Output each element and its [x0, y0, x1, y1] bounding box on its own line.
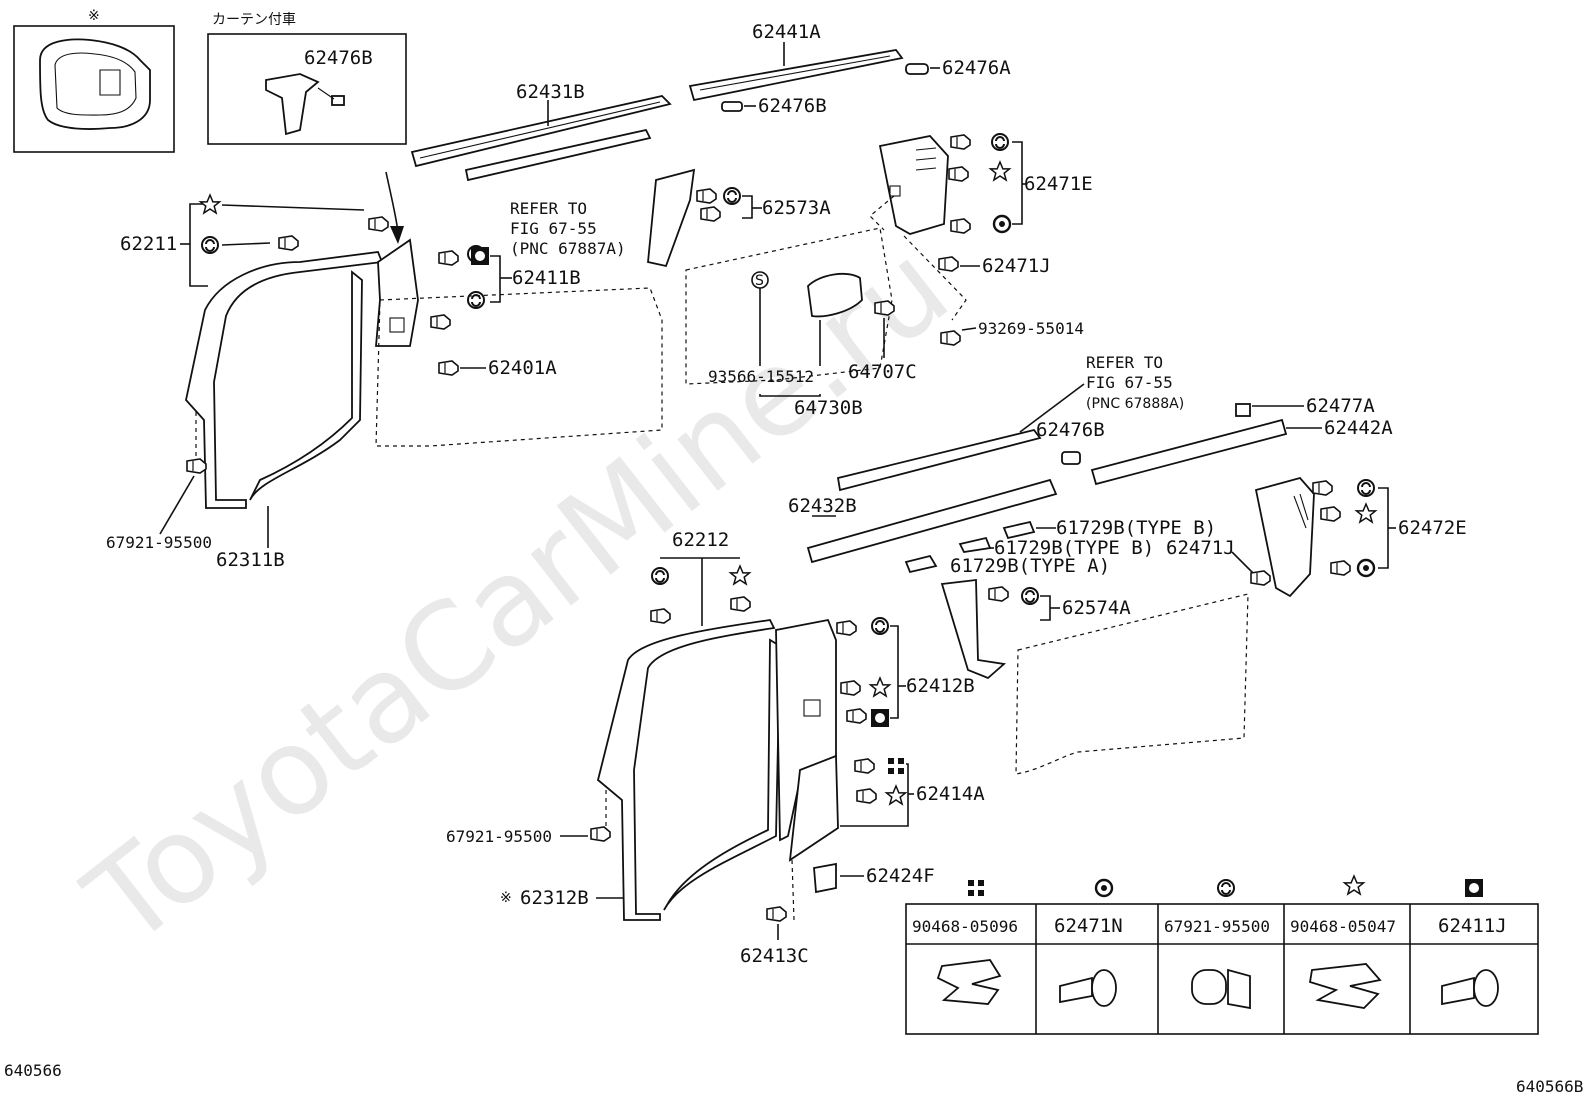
roof-rail-62441A: 62441A 62476A 62476B	[688, 21, 1011, 117]
label-62476B-mid: 62476B	[1036, 419, 1105, 441]
label-62432B: 62432B	[788, 495, 857, 517]
figure-code-right: 640566B	[1516, 1077, 1583, 1096]
label-67921-top: 67921-95500	[106, 533, 212, 552]
label-93566: 93566-15512	[708, 367, 814, 386]
callout-62211: 62211	[120, 194, 389, 287]
label-62414A: 62414A	[916, 783, 985, 805]
refer-mid-line2: FIG 67-55	[1086, 373, 1173, 392]
refer-mid-line3: (PNC 67888A)	[1086, 396, 1184, 412]
label-61729B-1: 61729B(TYPE B)	[1056, 517, 1216, 539]
label-64730B: 64730B	[794, 397, 863, 419]
label-62476B-top: 62476B	[758, 95, 827, 117]
refer-top-line1: REFER TO	[510, 199, 587, 218]
label-62311B: 62311B	[216, 549, 285, 571]
front-pillar-62311B	[185, 238, 419, 509]
label-62471E: 62471E	[1024, 173, 1093, 195]
legend-part-2: 62471N	[1054, 915, 1123, 937]
legend-part-3: 67921-95500	[1164, 917, 1270, 936]
refer-top-line2: FIG 67-55	[510, 219, 597, 238]
refer-top-line3: (PNC 67887A)	[510, 239, 626, 258]
label-62312B: 62312B	[520, 887, 589, 909]
label-62573A: 62573A	[762, 197, 831, 219]
callout-62411B: 62411B	[430, 245, 581, 330]
watermark: ToyotaCarMine.ru	[61, 218, 973, 974]
label-64707C: 64707C	[848, 361, 917, 383]
inset-curtain-label: カーテン付車	[212, 11, 296, 28]
label-62211: 62211	[120, 233, 177, 255]
label-62431B: 62431B	[516, 81, 585, 103]
label-62477A: 62477A	[1306, 395, 1375, 417]
label-62413C: 62413C	[740, 945, 809, 967]
label-62476B-inset: 62476B	[304, 47, 373, 69]
legend-part-5: 62411J	[1438, 915, 1507, 937]
label-62412B: 62412B	[906, 675, 975, 697]
figure-code-left: 640566	[4, 1061, 62, 1080]
label-62212: 62212	[672, 529, 729, 551]
fastener-legend: 90468-05096 62471N 67921-95500 90468-050…	[905, 875, 1539, 1035]
legend-part-1: 90468-05096	[912, 917, 1018, 936]
label-62472E: 62472E	[1398, 517, 1467, 539]
label-62401A: 62401A	[488, 357, 557, 379]
label-62471J-bot: 62471J	[1166, 537, 1235, 559]
svg-text:S: S	[755, 273, 764, 289]
label-62424F: 62424F	[866, 865, 935, 887]
label-62471J-top: 62471J	[982, 255, 1051, 277]
refer-note-top: REFER TO FIG 67-55 (PNC 67887A)	[510, 199, 626, 258]
label-62411B: 62411B	[512, 267, 581, 289]
legend-part-4: 90468-05047	[1290, 917, 1396, 936]
label-62574A: 62574A	[1062, 597, 1131, 619]
label-62441A: 62441A	[752, 21, 821, 43]
refer-mid-line1: REFER TO	[1086, 353, 1163, 372]
inset-weatherstrip: ※	[13, 8, 175, 153]
inset-curtain: カーテン付車 62476B	[207, 11, 407, 145]
note-mark-62312B: ※	[500, 890, 512, 906]
note-mark: ※	[88, 8, 100, 24]
roof-rail-62431B: 62431B	[410, 81, 672, 182]
label-62442A: 62442A	[1324, 417, 1393, 439]
label-93269: 93269-55014	[978, 319, 1084, 338]
label-62476A: 62476A	[942, 57, 1011, 79]
label-61729B-2: 61729B(TYPE B)	[994, 537, 1154, 559]
label-61729B-3: 61729B(TYPE A)	[950, 555, 1110, 577]
label-67921-bot: 67921-95500	[446, 827, 552, 846]
